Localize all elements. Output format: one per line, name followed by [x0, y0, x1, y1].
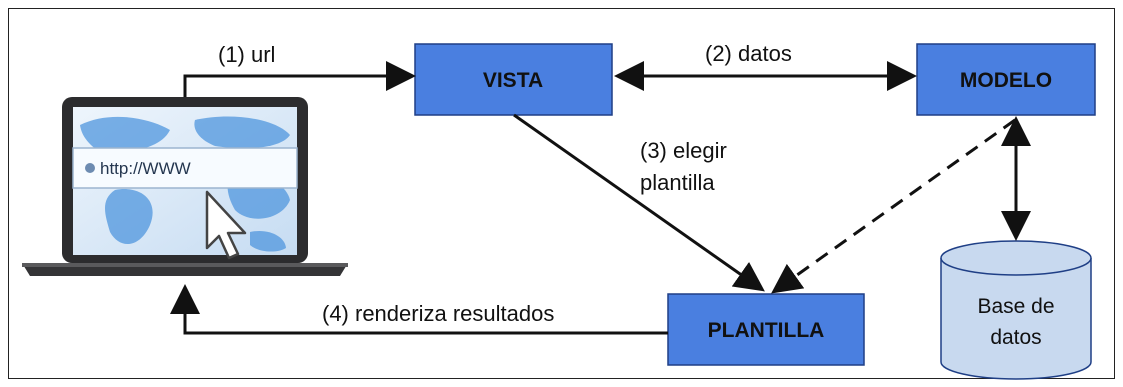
- renderiza-arrow: [170, 284, 668, 335]
- elegir-label-line2: plantilla: [640, 170, 715, 195]
- database-label-line1: Base de: [977, 295, 1054, 318]
- renderiza-label: (4) renderiza resultados: [322, 301, 554, 326]
- url-arrow: [183, 61, 416, 97]
- elegir-plantilla-arrow: [513, 113, 765, 292]
- plantilla-box: PLANTILLA: [667, 293, 865, 366]
- vista-label: VISTA: [483, 69, 543, 92]
- modelo-box: MODELO: [916, 43, 1096, 116]
- vista-box: VISTA: [414, 43, 613, 116]
- database-label-line2: datos: [990, 326, 1041, 349]
- datos-label: (2) datos: [705, 41, 792, 66]
- modelo-plantilla-dashed-arrow: [771, 118, 1016, 294]
- laptop-browser-icon: http://WWW: [22, 97, 348, 276]
- modelo-label: MODELO: [960, 69, 1052, 92]
- elegir-label-line1: (3) elegir: [640, 138, 727, 163]
- database-cylinder: Base de datos: [940, 240, 1092, 380]
- browser-address-text: http://WWW: [100, 159, 191, 178]
- plantilla-label: PLANTILLA: [708, 319, 825, 342]
- url-label: (1) url: [218, 42, 275, 67]
